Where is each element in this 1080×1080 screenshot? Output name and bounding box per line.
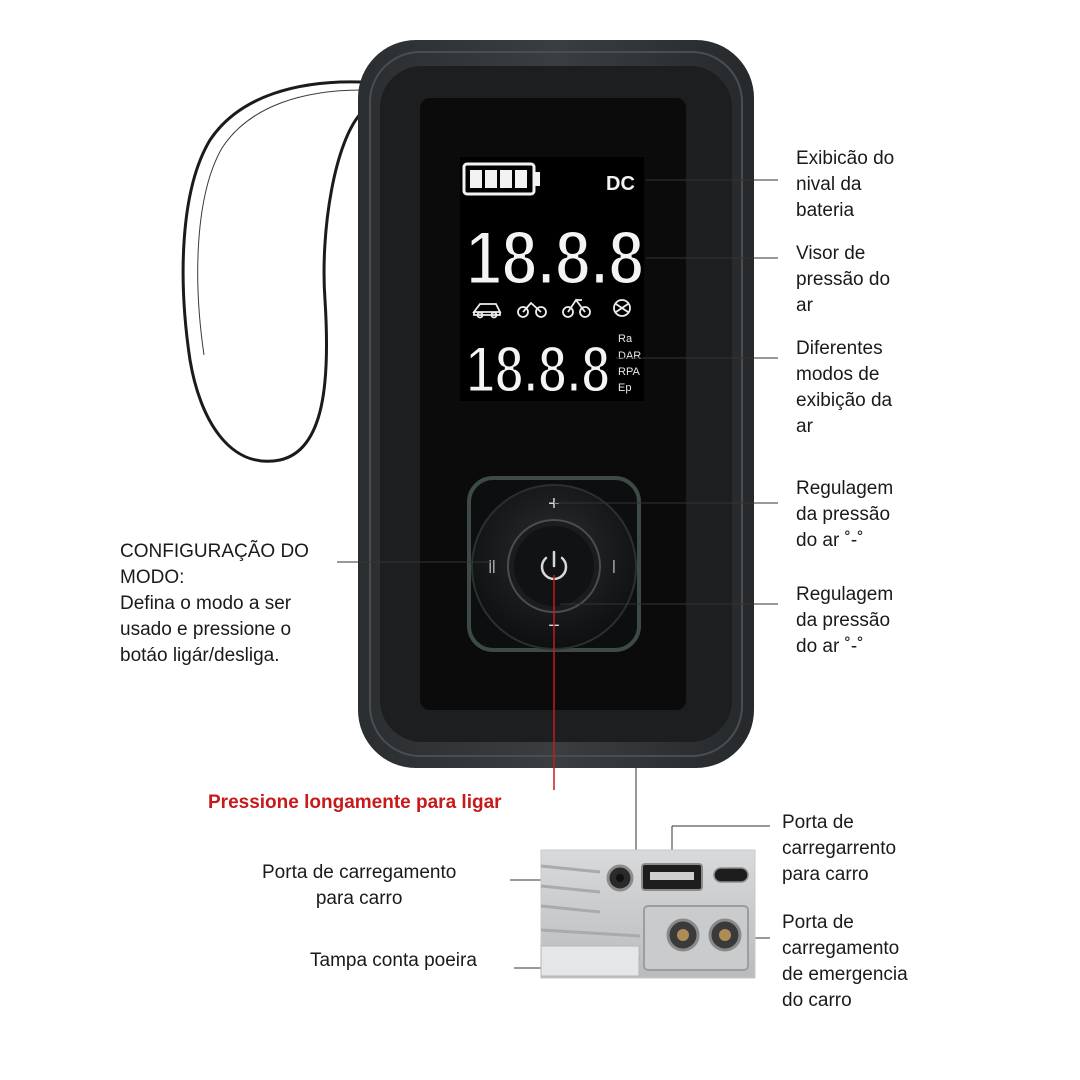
motorcycle-mode-icon <box>517 301 547 318</box>
bicycle-mode-icon <box>562 298 591 318</box>
car-charge-port-label: Porta de carregamento para carro <box>262 862 457 909</box>
plus-button[interactable]: + <box>548 493 560 515</box>
lcd-mode-code: DC <box>606 173 635 195</box>
mode-config-label: CONFIGURAÇÃO DO MODO: Defina o modo a se… <box>120 541 309 666</box>
pressure-down-label: Regulagem da pressão do ar ˚-˚ <box>796 584 894 657</box>
ball-mode-icon <box>613 299 631 317</box>
battery-level-icon <box>462 162 540 196</box>
unit-label-3: RPA <box>618 366 640 378</box>
mode-button-left[interactable]: || <box>488 557 495 573</box>
dust-cover <box>540 945 640 977</box>
unit-label-2: DAR <box>618 350 641 362</box>
pressure-display-label: Visor de pressão do ar <box>796 243 891 316</box>
port-closeup <box>540 849 756 979</box>
usb-port-label: Porta de carregarrento para carro <box>782 812 897 885</box>
lanyard-strap <box>181 80 364 463</box>
lcd-main-reading: 18.8.8 <box>466 216 644 301</box>
power-hold-label: Pressione longamente para ligar <box>208 792 502 813</box>
dust-cover-label: Tampa conta poeira <box>310 950 477 971</box>
pressure-up-label: Regulagem da pressão do ar ˚-˚ <box>796 478 894 551</box>
battery-level-label: Exibicão do nival da bateria <box>796 148 895 221</box>
unit-label-1: Ra <box>618 333 633 345</box>
emergency-port-label: Porta de carregamento de emergencia do c… <box>782 912 908 1011</box>
type-c-port-icon <box>713 867 749 883</box>
car-mode-icon <box>472 303 502 319</box>
lcd-secondary-reading: 18.8.8 <box>466 332 610 406</box>
unit-label-4: Ep <box>618 382 631 394</box>
mode-button-right[interactable]: | <box>612 557 616 573</box>
display-modes-label: Diferentes modos de exibição da ar <box>796 338 893 437</box>
lcd-screen <box>460 157 644 401</box>
